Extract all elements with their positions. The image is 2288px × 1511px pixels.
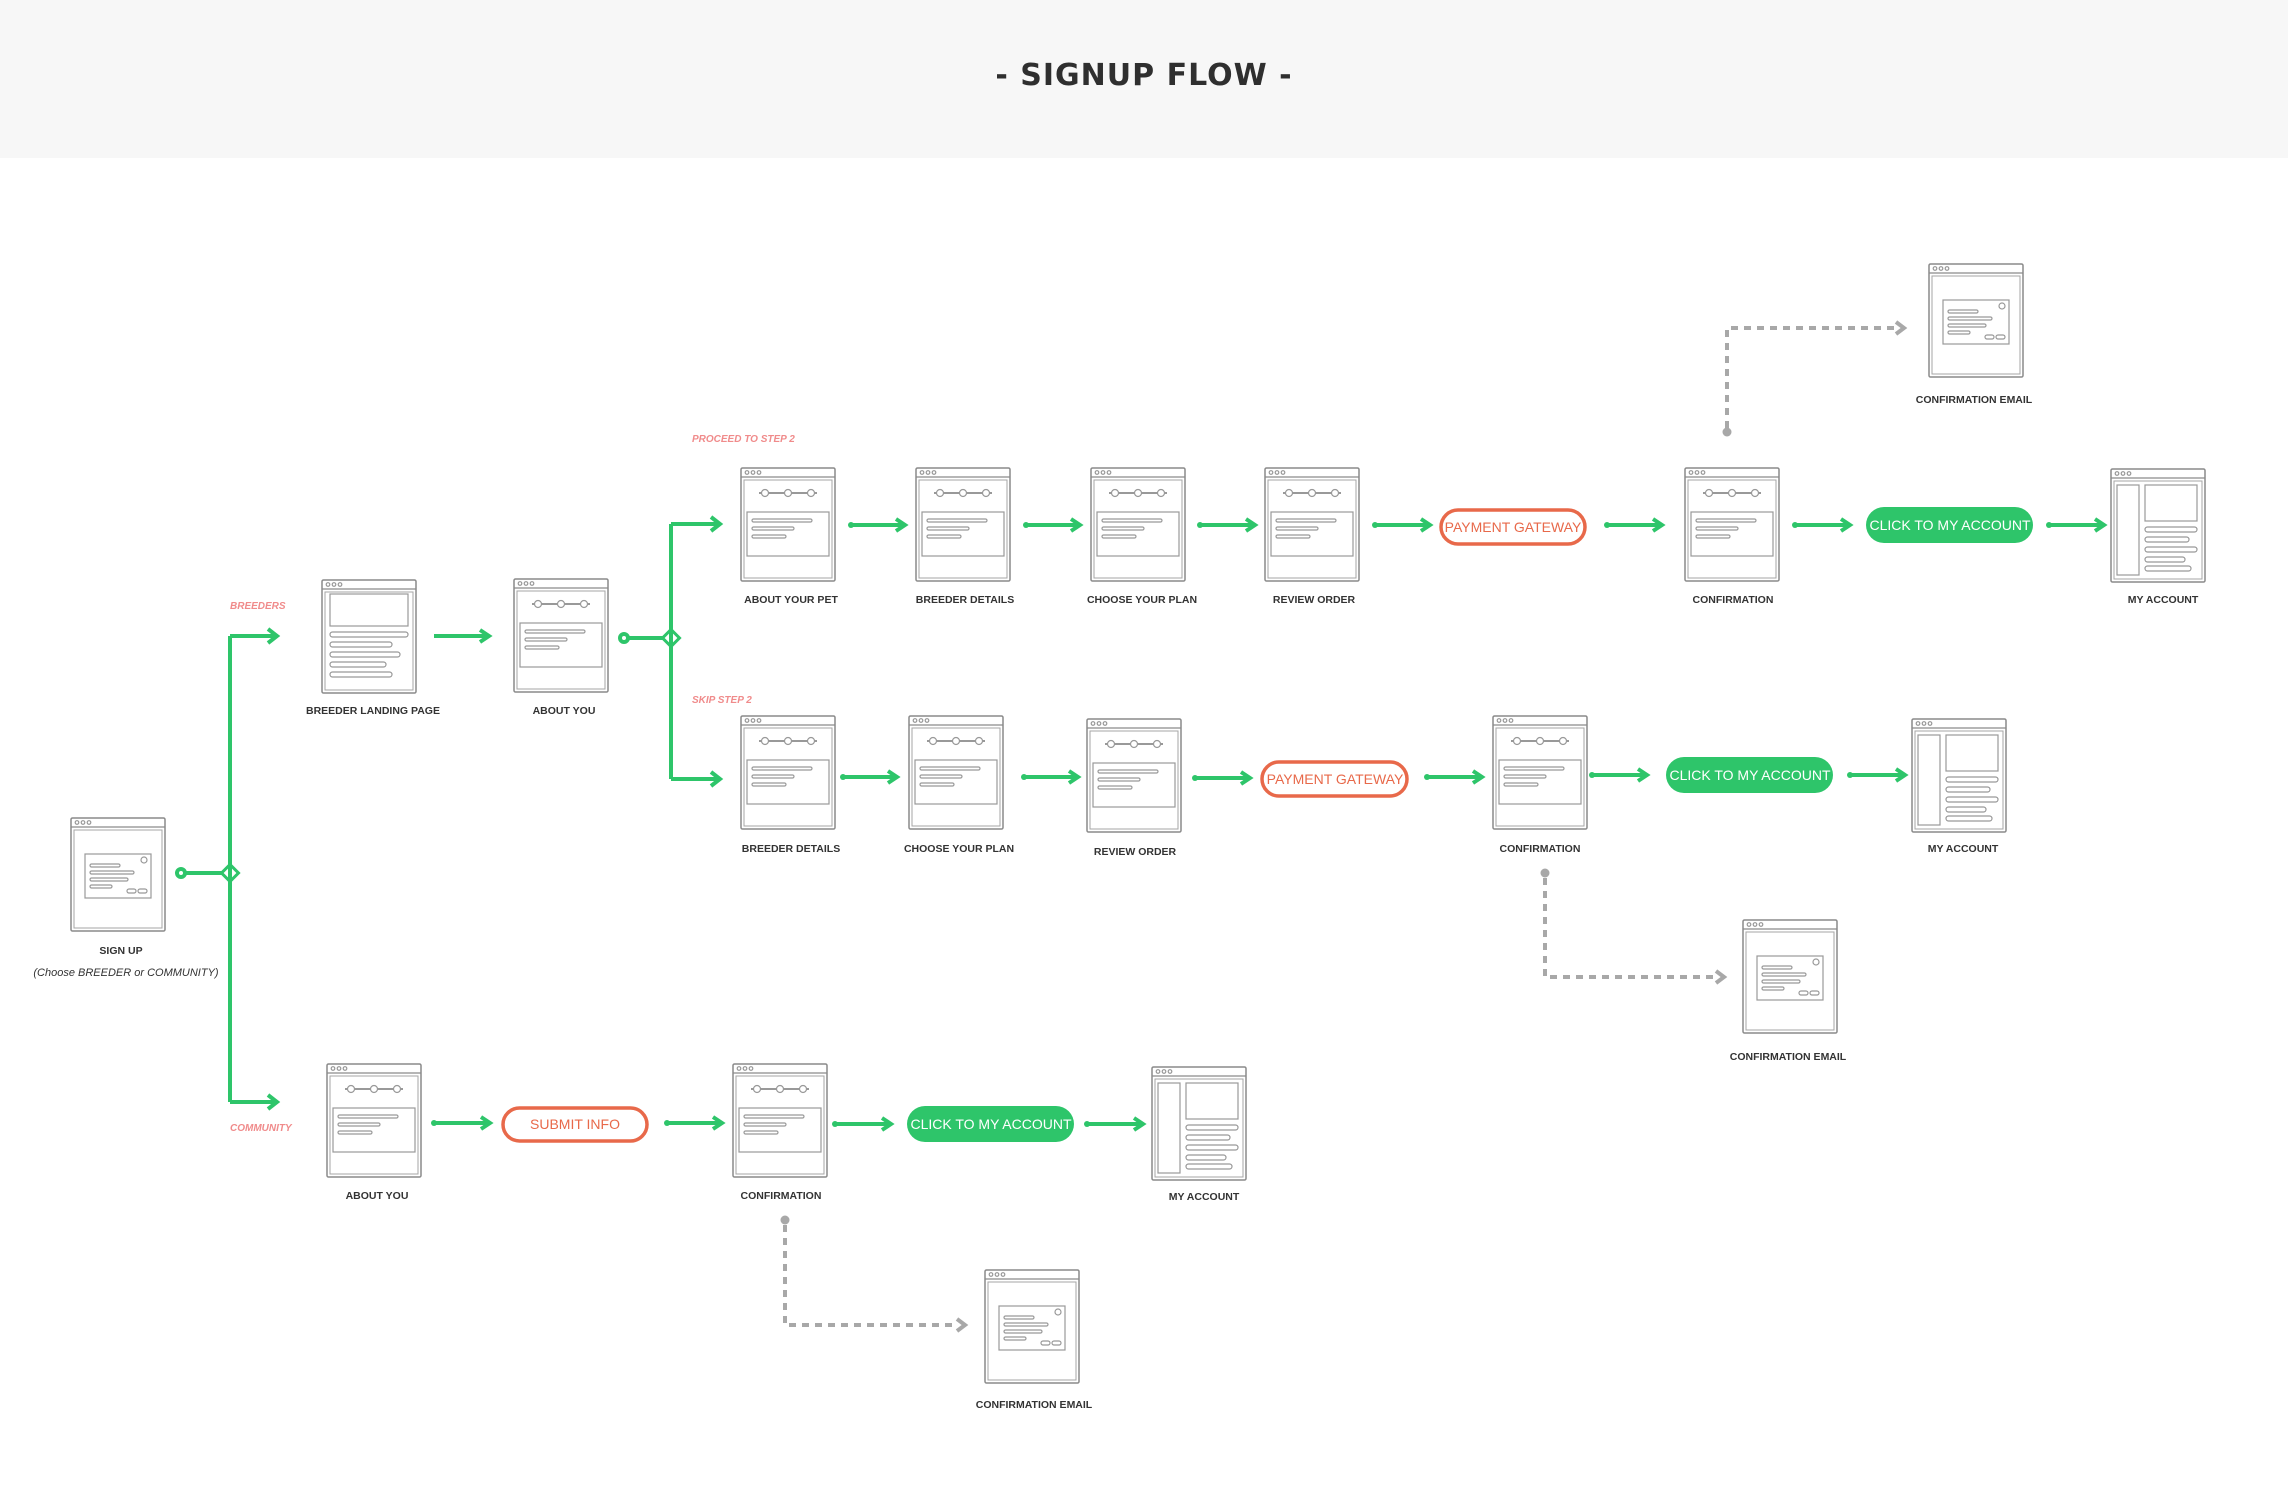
node-community-submit-info[interactable]: SUBMIT INFO [501,1106,649,1143]
branch-label-proceed: PROCEED TO STEP 2 [692,434,795,445]
wireframe-form-icon [909,716,1003,829]
wireframe-email-icon [1929,264,2023,377]
node-label: CONFIRMATION [1693,594,1774,606]
node-breeder-landing-page: BREEDER LANDING PAGE [306,580,440,717]
branch-label-skip: SKIP STEP 2 [692,695,752,706]
click-to-my-account-button[interactable] [1866,507,2033,543]
payment-gateway-pill[interactable] [1260,760,1409,798]
node-label: MY ACCOUNT [1169,1191,1240,1203]
wireframe-form-icon [514,579,608,692]
node-label: MY ACCOUNT [1928,843,1999,855]
node-label: CHOOSE YOUR PLAN [1087,594,1197,606]
node-skip-breeder-details: BREEDER DETAILS [741,716,840,855]
node-label: REVIEW ORDER [1273,594,1356,606]
wireframe-landing-icon [322,580,416,693]
node-label: ABOUT YOU [533,705,596,717]
wireframe-form-icon [1087,719,1181,832]
payment-gateway-pill[interactable] [1439,508,1587,546]
branch-label-breeders: BREEDERS [230,601,286,612]
pill-label: CLICK TO MY ACCOUNT [1869,517,2030,533]
node-skip-choose-your-plan: CHOOSE YOUR PLAN [904,716,1014,855]
pill-label: PAYMENT GATEWAY [1267,771,1404,787]
node-proceed-choose-your-plan: CHOOSE YOUR PLAN [1087,468,1197,606]
node-label: CHOOSE YOUR PLAN [904,843,1014,855]
node-sign-up: SIGN UP (Choose BREEDER or COMMUNITY) [33,818,219,979]
node-label: CONFIRMATION [1500,843,1581,855]
node-label: BREEDER LANDING PAGE [306,705,440,717]
wireframe-account-icon [1912,719,2006,832]
node-label: CONFIRMATION EMAIL [976,1399,1093,1411]
node-sublabel: (Choose BREEDER or COMMUNITY) [33,967,219,979]
wireframe-modal-icon [71,818,165,931]
pill-label: CLICK TO MY ACCOUNT [910,1116,1071,1132]
proceed-row-arrows [848,517,2108,533]
node-community-my-account: MY ACCOUNT [1152,1067,1246,1203]
wireframe-form-icon [741,716,835,829]
wireframe-form-icon [1493,716,1587,829]
node-proceed-confirmation: CONFIRMATION [1685,468,1779,606]
branch-label-community: COMMUNITY [230,1123,293,1134]
node-proceed-payment-gateway[interactable]: PAYMENT GATEWAY [1439,508,1587,546]
wireframe-form-icon [741,468,835,581]
node-skip-confirmation: CONFIRMATION [1493,716,1587,855]
node-label: CONFIRMATION EMAIL [1916,394,2033,406]
node-label: BREEDER DETAILS [916,594,1014,606]
node-skip-my-account: MY ACCOUNT [1912,719,2006,855]
wireframe-account-icon [1152,1067,1246,1180]
submit-info-pill[interactable] [501,1106,649,1143]
page-title: - SIGNUP FLOW - [995,58,1293,93]
email-connectors [780,320,1908,1333]
click-to-my-account-button[interactable] [907,1106,1074,1142]
wireframe-form-icon [327,1064,421,1177]
community-row-arrows [431,1115,1147,1132]
node-skip-click-to-my-account[interactable]: CLICK TO MY ACCOUNT [1666,757,1833,793]
node-community-confirmation: CONFIRMATION [733,1064,827,1202]
node-proceed-breeder-details: BREEDER DETAILS [916,468,1014,606]
node-skip-review-order: REVIEW ORDER [1087,719,1181,858]
flow-connectors [175,515,2108,1132]
node-proceed-review-order: REVIEW ORDER [1265,468,1359,606]
node-label: ABOUT YOU [346,1190,409,1202]
wireframe-form-icon [733,1064,827,1177]
node-label: SIGN UP [99,945,142,957]
node-proceed-my-account: MY ACCOUNT [2111,469,2205,606]
skip-row-arrows [840,767,1909,786]
node-label: CONFIRMATION EMAIL [1730,1051,1847,1063]
node-label: MY ACCOUNT [2128,594,2199,606]
node-community-about-you: ABOUT YOU [327,1064,421,1202]
node-proceed-about-your-pet: ABOUT YOUR PET [741,468,838,606]
node-about-you-breeder: ABOUT YOU [514,579,608,717]
wireframe-form-icon [1685,468,1779,581]
header-band [0,0,2288,158]
click-to-my-account-button[interactable] [1666,757,1833,793]
wireframe-form-icon [1265,468,1359,581]
node-label: BREEDER DETAILS [742,843,840,855]
pill-label: SUBMIT INFO [530,1116,620,1132]
pill-label: CLICK TO MY ACCOUNT [1669,767,1830,783]
wireframe-account-icon [2111,469,2205,582]
node-proceed-confirmation-email: CONFIRMATION EMAIL [1916,264,2033,406]
node-skip-confirmation-email: CONFIRMATION EMAIL [1730,920,1847,1063]
node-community-confirmation-email: CONFIRMATION EMAIL [976,1270,1093,1411]
wireframe-email-icon [985,1270,1079,1383]
node-proceed-click-to-my-account[interactable]: CLICK TO MY ACCOUNT [1866,507,2033,543]
signup-out-dot [175,867,187,879]
wireframe-form-icon [916,468,1010,581]
pill-label: PAYMENT GATEWAY [1445,519,1582,535]
node-skip-payment-gateway[interactable]: PAYMENT GATEWAY [1260,760,1409,798]
wireframe-email-icon [1743,920,1837,1033]
node-label: ABOUT YOUR PET [744,594,838,606]
node-label: CONFIRMATION [741,1190,822,1202]
node-community-click-to-my-account[interactable]: CLICK TO MY ACCOUNT [907,1106,1074,1142]
node-label: REVIEW ORDER [1094,846,1177,858]
wireframe-form-icon [1091,468,1185,581]
